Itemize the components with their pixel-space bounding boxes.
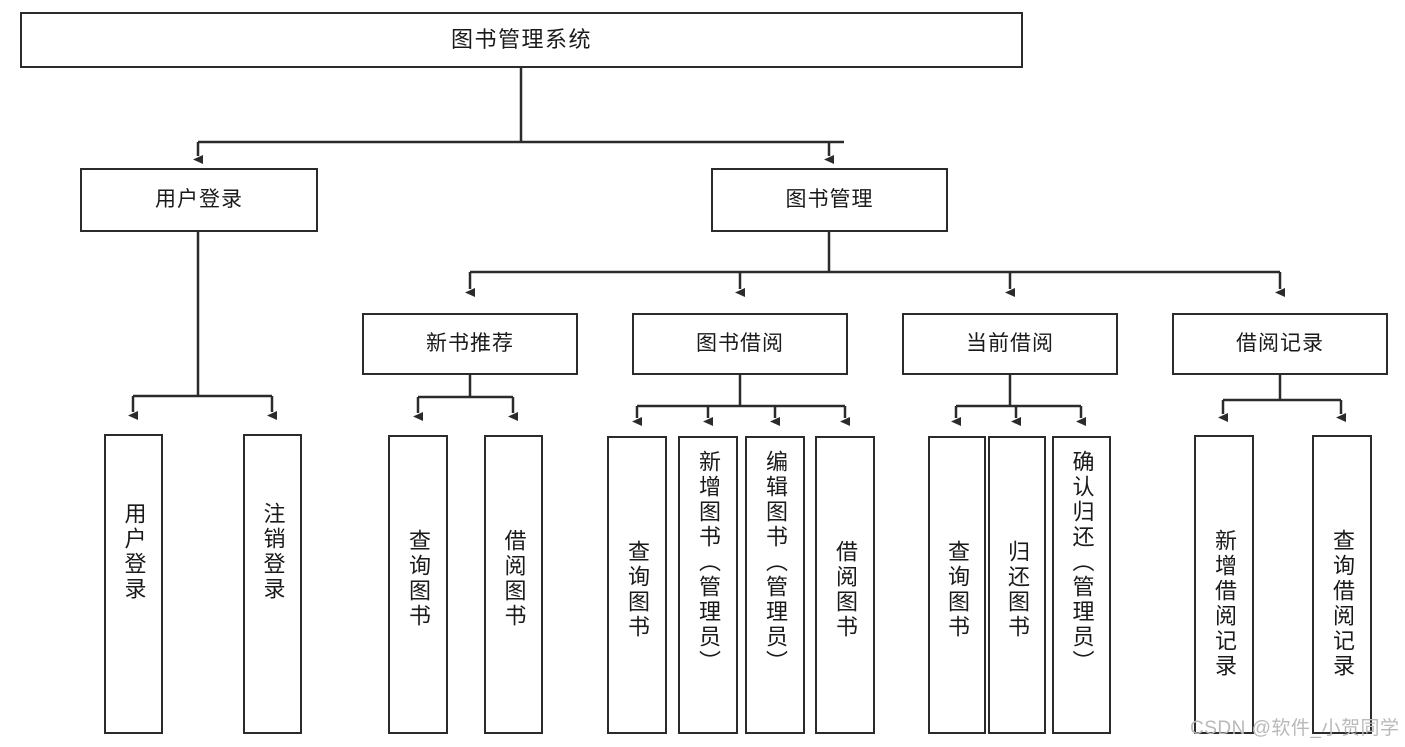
node-label: 查询图书 [945,540,970,640]
node-leaf-return-book[interactable]: 归还图书 [988,436,1046,734]
edges-book-borrow-to-leaves [632,375,850,426]
node-root-system[interactable]: 图书管理系统 [20,12,1023,68]
node-leaf-add-book[interactable]: 新增图书（管理员） [678,436,738,734]
node-label: 查询图书 [406,529,431,629]
node-label: 借阅记录 [1236,331,1324,355]
node-user-login[interactable]: 用户登录 [80,168,318,232]
node-label: 用户登录 [155,187,243,211]
node-label: 当前借阅 [966,331,1054,355]
node-label: 归还图书 [1005,540,1030,640]
node-label: 编辑图书（管理员） [763,450,788,675]
node-label: 图书管理 [785,187,874,211]
edges-new-book-recommend-to-leaves [413,375,518,421]
node-leaf-user-logout[interactable]: 注销登录 [243,434,302,734]
node-leaf-query-book-current[interactable]: 查询图书 [928,436,986,734]
node-leaf-borrow-book-recommend[interactable]: 借阅图书 [484,435,543,734]
node-leaf-edit-book[interactable]: 编辑图书（管理员） [745,436,805,734]
node-book-borrow[interactable]: 图书借阅 [632,313,848,375]
node-borrow-record[interactable]: 借阅记录 [1172,313,1388,375]
node-new-book-recommend[interactable]: 新书推荐 [362,313,578,375]
edges-user-login-to-leaves [128,232,277,420]
node-leaf-add-borrow-record[interactable]: 新增借阅记录 [1194,435,1254,734]
node-label: 用户登录 [121,502,147,602]
node-label: 确认归还（管理员） [1069,450,1095,675]
edges-current-borrow-to-leaves [951,375,1086,426]
node-leaf-query-book-recommend[interactable]: 查询图书 [388,435,448,734]
edges-book-management-to-level3 [465,232,1285,297]
node-leaf-query-borrow-record[interactable]: 查询借阅记录 [1312,435,1372,734]
node-label: 图书借阅 [696,331,784,355]
node-label: 图书管理系统 [450,27,592,53]
node-label: 借阅图书 [501,529,527,629]
node-leaf-user-login[interactable]: 用户登录 [104,434,163,734]
node-label: 注销登录 [260,502,286,602]
edges-borrow-record-to-leaves [1218,375,1346,422]
node-leaf-confirm-return[interactable]: 确认归还（管理员） [1052,436,1111,734]
node-leaf-borrow-book[interactable]: 借阅图书 [815,436,875,734]
node-current-borrow[interactable]: 当前借阅 [902,313,1118,375]
node-label: 借阅图书 [833,540,858,640]
node-label: 新书推荐 [426,331,514,355]
node-book-management[interactable]: 图书管理 [711,168,948,232]
node-label: 查询借阅记录 [1330,529,1355,679]
node-label: 新增借阅记录 [1212,529,1237,679]
node-label: 新增图书（管理员） [696,450,721,675]
edges-root-to-level2 [193,68,844,164]
node-leaf-query-book-borrow[interactable]: 查询图书 [607,436,667,734]
node-label: 查询图书 [625,540,650,640]
